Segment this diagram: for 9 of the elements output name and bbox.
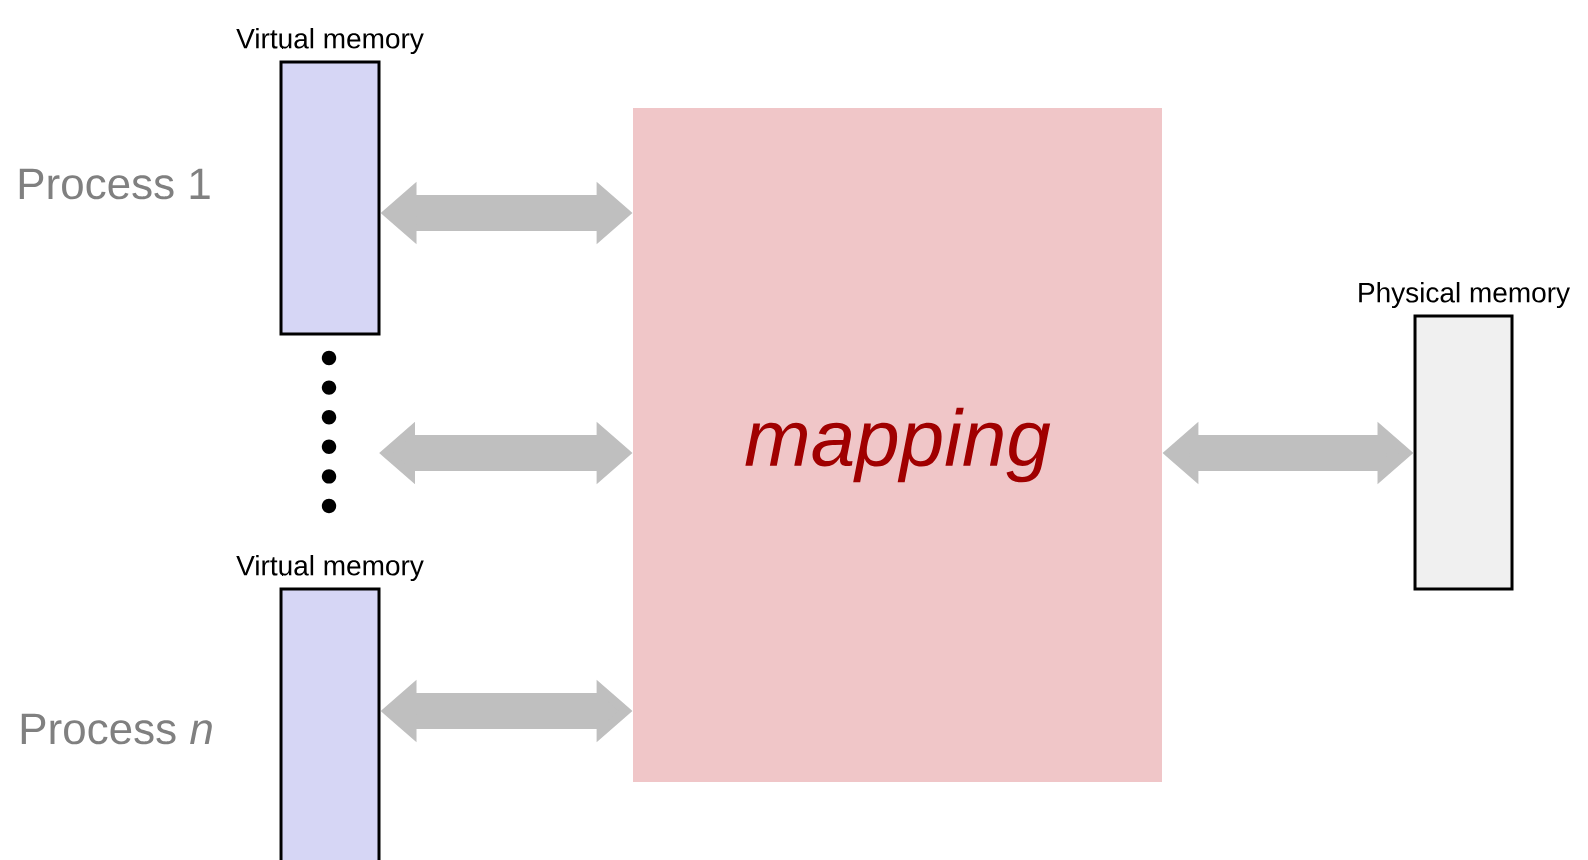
memory-box: Virtual memory [236,28,424,336]
process-label: Process n [21,713,212,745]
process-label: Process 1 [19,168,210,200]
mapping-box: mapping [633,108,1162,782]
node-label: Physical memory [1359,281,1570,309]
memory-box: Virtual memory [236,555,424,860]
node-label: Virtual memory [236,27,424,55]
node-label: Virtual memory [236,554,424,582]
memory-box: Physical memory [1359,282,1570,591]
